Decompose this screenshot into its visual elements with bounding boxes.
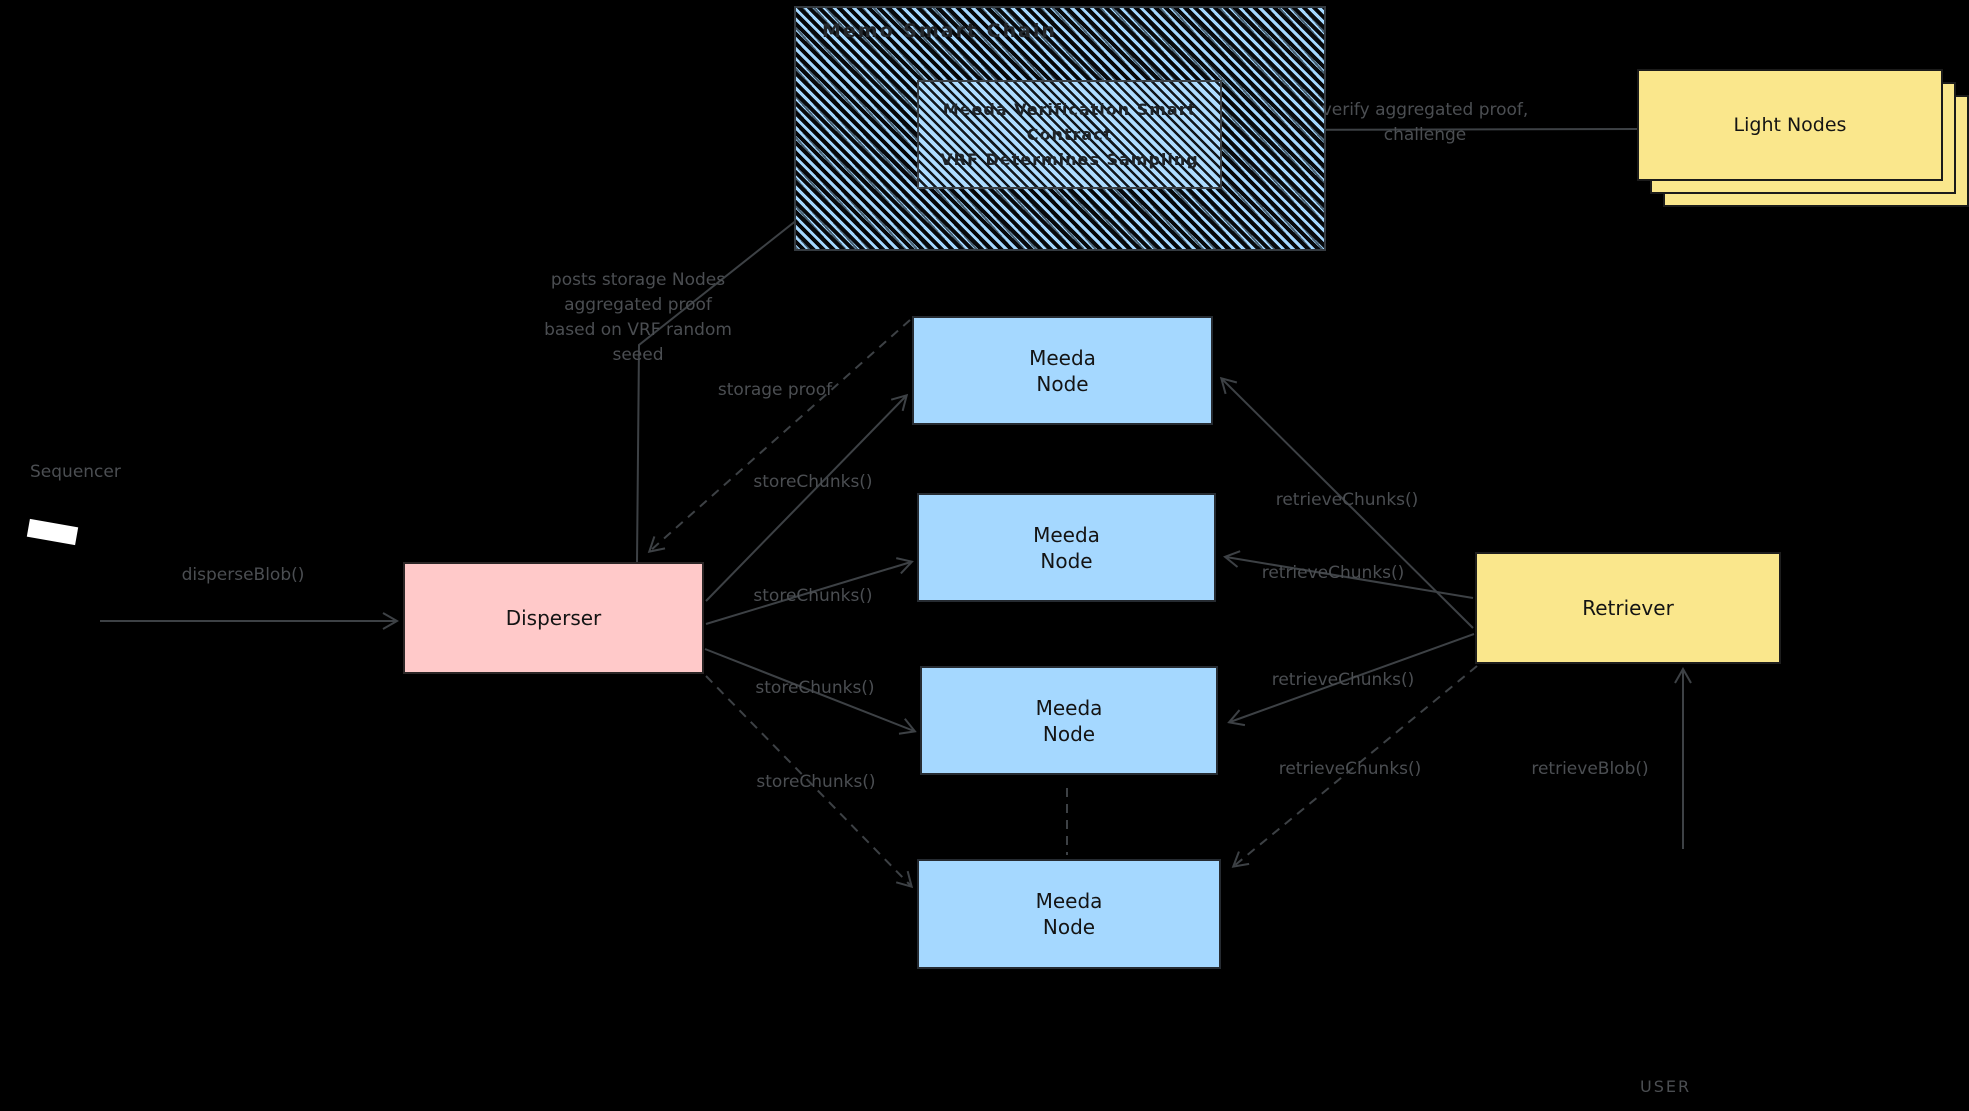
sequencer-label: Sequencer	[30, 462, 121, 482]
retrieve-chunks-label-4: retrieveChunks()	[1278, 759, 1422, 779]
retriever-label: Retriever	[1582, 596, 1674, 620]
posts-proof-label: posts storage Nodes aggregated proof bas…	[528, 268, 748, 368]
disperse-blob-label: disperseBlob()	[181, 565, 305, 585]
meeda-node-label: Meeda	[1029, 345, 1096, 370]
meeda-node-label: Meeda	[1033, 522, 1100, 547]
store-chunks-label-2: storeChunks()	[753, 586, 873, 606]
posts-proof-line: based on VRF random	[544, 320, 732, 340]
arrow-storage-proof	[650, 319, 911, 551]
arrow-retrieve-chunks-2	[1226, 557, 1474, 599]
meeda-node-label: Node	[1042, 721, 1096, 746]
memo-smart-chain-title: Memo Smart Chain	[822, 20, 1057, 42]
meeda-node-2: Meeda Node	[917, 493, 1216, 602]
arrow-retrieve-chunks-4	[1234, 665, 1478, 866]
contract-line: VRF Determines Sampling	[940, 150, 1199, 169]
posts-proof-line: seeed	[612, 345, 664, 365]
contract-line: Meeda Verification Smart	[942, 100, 1197, 119]
meeda-node-4: Meeda Node	[917, 859, 1221, 969]
posts-proof-line: aggregated proof	[564, 295, 712, 315]
meeda-node-label: Node	[1040, 548, 1093, 573]
retriever-box: Retriever	[1475, 552, 1781, 664]
posts-proof-line: posts storage Nodes	[550, 270, 726, 290]
arrow-store-chunks-3	[704, 648, 914, 731]
contract-line: Contract	[1026, 125, 1113, 144]
meeda-node-label: Meeda	[1035, 695, 1103, 720]
light-nodes-box: Light Nodes	[1637, 69, 1943, 181]
arrow-store-chunks-1	[705, 396, 906, 602]
verify-proof-line: verify aggregated proof,	[1321, 100, 1529, 120]
memo-smart-chain-box: Memo Smart Chain Meeda Verification Smar…	[794, 6, 1326, 251]
arrow-store-chunks-2	[705, 562, 911, 625]
retrieve-chunks-label-2: retrieveChunks()	[1261, 563, 1405, 583]
store-chunks-label-3: storeChunks()	[755, 678, 875, 698]
user-label: USER	[1640, 1077, 1692, 1096]
store-chunks-label-4: storeChunks()	[756, 772, 876, 792]
verify-proof-line: challenge	[1383, 125, 1467, 145]
meeda-node-label: Node	[1036, 371, 1089, 396]
verify-proof-label: verify aggregated proof, challenge	[1290, 98, 1560, 148]
meeda-node-label: Meeda	[1035, 889, 1103, 913]
disperser-label: Disperser	[505, 606, 602, 630]
meeda-node-1: Meeda Node	[912, 316, 1213, 425]
arrow-store-chunks-4	[705, 675, 911, 886]
verification-contract-box: Meeda Verification Smart Contract VRF De…	[917, 80, 1222, 189]
store-chunks-label-1: storeChunks()	[753, 472, 873, 492]
disperser-box: Disperser	[403, 562, 704, 674]
light-nodes-label: Light Nodes	[1733, 114, 1847, 136]
light-nodes-stack: Light Nodes	[1637, 69, 1969, 207]
storage-proof-label: storage proof	[717, 380, 833, 400]
meeda-node-3: Meeda Node	[920, 666, 1218, 775]
arrow-retrieve-chunks-1	[1222, 379, 1474, 629]
retrieve-blob-label: retrieveBlob()	[1531, 759, 1649, 779]
arrow-retrieve-chunks-3	[1230, 633, 1475, 722]
retrieve-chunks-label-1: retrieveChunks()	[1275, 490, 1419, 510]
retrieve-chunks-label-3: retrieveChunks()	[1271, 670, 1415, 690]
meeda-node-label: Node	[1042, 915, 1096, 939]
